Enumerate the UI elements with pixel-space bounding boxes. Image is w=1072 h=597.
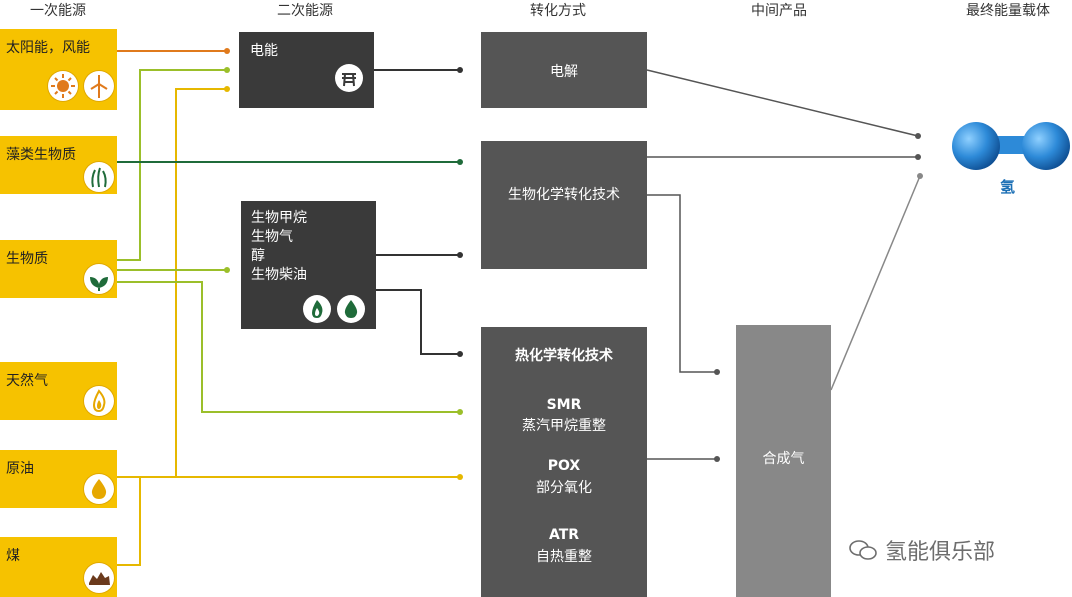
leaf-icon bbox=[84, 264, 114, 294]
connector-dot bbox=[457, 159, 463, 165]
source-label: 原油 bbox=[6, 461, 34, 477]
electricity-label: 电能 bbox=[250, 43, 278, 59]
source-crude-oil: 原油 bbox=[0, 450, 117, 508]
connector-dot bbox=[224, 267, 230, 273]
connector-dot bbox=[915, 154, 921, 160]
thermochemical-title: 热化学转化技术 bbox=[515, 348, 613, 364]
method-name: 部分氧化 bbox=[536, 480, 592, 496]
flame-icon bbox=[303, 295, 331, 323]
column-header-primary: 一次能源 bbox=[30, 3, 86, 19]
syngas-label: 合成气 bbox=[762, 451, 805, 467]
connector-electrolysis-hydrogen bbox=[646, 69, 919, 137]
box-biofuels: 生物甲烷 生物气 醇 生物柴油 bbox=[241, 201, 376, 329]
source-biomass: 生物质 bbox=[0, 240, 117, 298]
connector-dot bbox=[457, 409, 463, 415]
method-abbr: SMR bbox=[546, 397, 582, 413]
hydrogen-molecule-icon bbox=[952, 122, 1070, 170]
connector-dot bbox=[714, 456, 720, 462]
connector-dot bbox=[457, 351, 463, 357]
box-syngas: 合成气 bbox=[736, 325, 831, 597]
source-natural-gas: 天然气 bbox=[0, 362, 117, 420]
connector-dot bbox=[457, 474, 463, 480]
column-header-final: 最终能量载体 bbox=[966, 3, 1050, 19]
box-thermochemical: 热化学转化技术 SMR 蒸汽甲烷重整 POX 部分氧化 ATR 自热重整 bbox=[481, 327, 647, 597]
connector-dot bbox=[224, 86, 230, 92]
drop-icon bbox=[337, 295, 365, 323]
connector-dot bbox=[714, 369, 720, 375]
source-solar-wind: 太阳能，风能 bbox=[0, 29, 117, 110]
connector-dot bbox=[224, 67, 230, 73]
method-abbr: POX bbox=[547, 458, 581, 474]
source-label: 生物质 bbox=[6, 251, 48, 267]
hydrogen-label: 氢 bbox=[1000, 178, 1016, 196]
sun-icon bbox=[48, 71, 78, 101]
box-biochemical: 生物化学转化技术 bbox=[481, 141, 647, 269]
connector-dot bbox=[457, 67, 463, 73]
biofuel-item: 生物气 bbox=[251, 229, 293, 245]
connector-coal-trunk bbox=[117, 477, 141, 566]
watermark-text: 氢能俱乐部 bbox=[885, 540, 996, 565]
source-label: 藻类生物质 bbox=[6, 147, 76, 163]
connector-biofuels-thermochemical bbox=[376, 289, 460, 355]
oil-drop-icon bbox=[84, 474, 114, 504]
biofuel-item: 醇 bbox=[251, 248, 265, 264]
source-label: 天然气 bbox=[6, 373, 48, 389]
biochemical-label: 生物化学转化技术 bbox=[508, 187, 620, 203]
source-coal: 煤 bbox=[0, 537, 117, 597]
connector-dot bbox=[224, 48, 230, 54]
column-header-conversion: 转化方式 bbox=[530, 3, 586, 19]
coal-icon bbox=[84, 563, 114, 593]
method-name: 蒸汽甲烷重整 bbox=[522, 418, 606, 434]
column-header-secondary: 二次能源 bbox=[277, 3, 333, 19]
connector-dot bbox=[915, 133, 921, 139]
wechat-icon bbox=[849, 540, 877, 560]
column-header-intermediate: 中间产品 bbox=[751, 3, 807, 19]
source-label: 太阳能，风能 bbox=[6, 40, 90, 56]
connector-dot bbox=[917, 173, 923, 179]
method-name: 自热重整 bbox=[536, 549, 592, 565]
connector-biomass-thermochemical bbox=[117, 281, 460, 413]
power-line-icon bbox=[335, 64, 363, 92]
biofuel-item: 生物甲烷 bbox=[251, 210, 307, 226]
connector-biomass-electricity bbox=[117, 69, 227, 261]
connector-biochemical-syngas bbox=[647, 194, 717, 373]
box-electrolysis: 电解 bbox=[481, 32, 647, 108]
connector-syngas-hydrogen bbox=[830, 175, 921, 391]
biofuel-item: 生物柴油 bbox=[251, 267, 307, 283]
connector-dot bbox=[457, 252, 463, 258]
flame-icon bbox=[84, 386, 114, 416]
box-electricity: 电能 bbox=[239, 32, 374, 108]
watermark: 氢能俱乐部 bbox=[848, 534, 995, 566]
source-label: 煤 bbox=[6, 548, 20, 564]
method-abbr: ATR bbox=[548, 527, 580, 543]
biofuels-list: 生物甲烷 生物气 醇 生物柴油 bbox=[251, 209, 307, 285]
electrolysis-label: 电解 bbox=[550, 64, 578, 80]
wind-turbine-icon bbox=[84, 71, 114, 101]
algae-icon bbox=[84, 162, 114, 192]
source-algae: 藻类生物质 bbox=[0, 136, 117, 194]
